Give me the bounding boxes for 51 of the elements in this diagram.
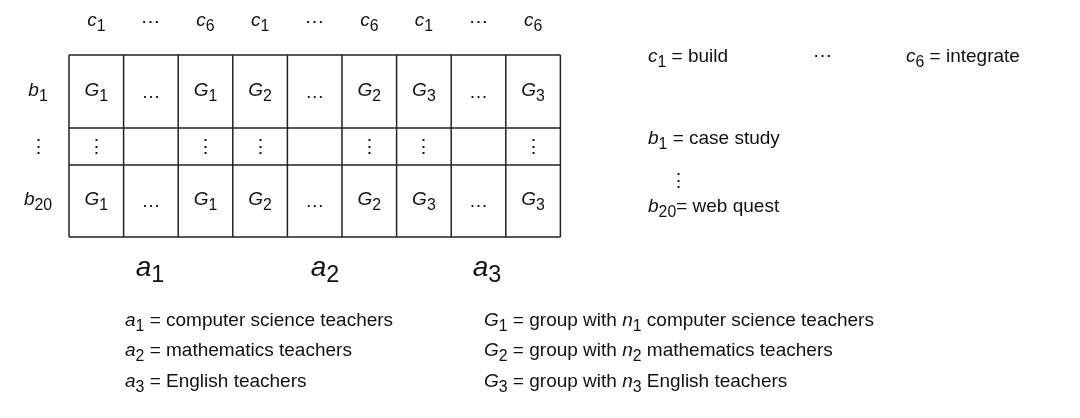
definition-text: c$_{6}$ = integrate [906, 45, 1020, 71]
column-label: c$_{6}$ [523, 9, 543, 35]
definition-text: G$_{1}$ = group with n$_{1}$ computer science teachers [484, 309, 874, 335]
group-symbol: ⋮ [196, 136, 215, 157]
group-symbol: G$_{2}$ [248, 79, 272, 104]
column-label: c$_{6}$ [360, 9, 379, 35]
definition-text: b$_{1}$ = case study [648, 127, 780, 153]
group-symbol: ⋮ [523, 136, 543, 157]
group-symbol: G$_{3}$ [521, 79, 545, 104]
axis-label: a$_{3}$ [472, 251, 502, 289]
group-symbol: G$_{1}$ [193, 188, 218, 214]
group-symbol: … [469, 190, 488, 212]
group-symbol: … [469, 81, 488, 102]
axis-label: a$_{1}$ [135, 251, 165, 289]
group-symbol: G$_{1}$ [193, 79, 218, 104]
group-symbol: G$_{2}$ [357, 188, 382, 214]
column-label: c$_{1}$ [414, 9, 434, 35]
group-symbol: … [141, 190, 161, 212]
definition-text: b$_{20}$= web quest [648, 195, 780, 221]
definition-text: a$_{2}$ = mathematics teachers [125, 339, 352, 365]
group-symbol: … [141, 81, 161, 102]
column-label: c$_{1}$ [87, 9, 106, 35]
ellipsis: ⋮ [668, 170, 688, 192]
group-symbol: G$_{1}$ [84, 79, 109, 104]
group-symbol: G$_{2}$ [248, 188, 272, 214]
group-symbol: G$_{3}$ [412, 79, 436, 104]
column-label: ⋯ [141, 11, 161, 33]
group-symbol: ⋮ [250, 136, 270, 157]
group-symbol: … [305, 81, 325, 102]
group-symbol: G$_{3}$ [412, 188, 436, 214]
column-label: ⋯ [469, 11, 488, 33]
group-symbol: ⋮ [359, 136, 379, 157]
group-symbol: G$_{2}$ [357, 79, 382, 104]
definition-text: G$_{2}$ = group with n$_{2}$ mathematics teachers [484, 339, 833, 365]
definition-text: G$_{3}$ = group with n$_{3}$ English teachers [484, 370, 788, 396]
definition-text: a$_{1}$ = computer science teachers [125, 309, 394, 335]
row-label: b$_{1}$ [28, 79, 48, 104]
ellipsis: ⋯ [812, 45, 832, 67]
definition-text: c$_{1}$ = build [648, 45, 729, 71]
group-symbol: G$_{3}$ [521, 188, 545, 214]
row-label: b$_{20}$ [23, 188, 53, 214]
group-symbol: G$_{1}$ [84, 188, 109, 214]
group-symbol: ⋮ [86, 136, 106, 157]
column-label: c$_{6}$ [196, 9, 215, 35]
column-label: c$_{1}$ [250, 9, 270, 35]
definition-text: a$_{3}$ = English teachers [125, 370, 307, 396]
group-symbol: … [305, 190, 325, 212]
row-label: ⋮ [28, 136, 48, 157]
column-label: ⋯ [305, 11, 325, 33]
group-symbol: ⋮ [414, 136, 434, 157]
axis-label: a$_{2}$ [310, 251, 340, 289]
